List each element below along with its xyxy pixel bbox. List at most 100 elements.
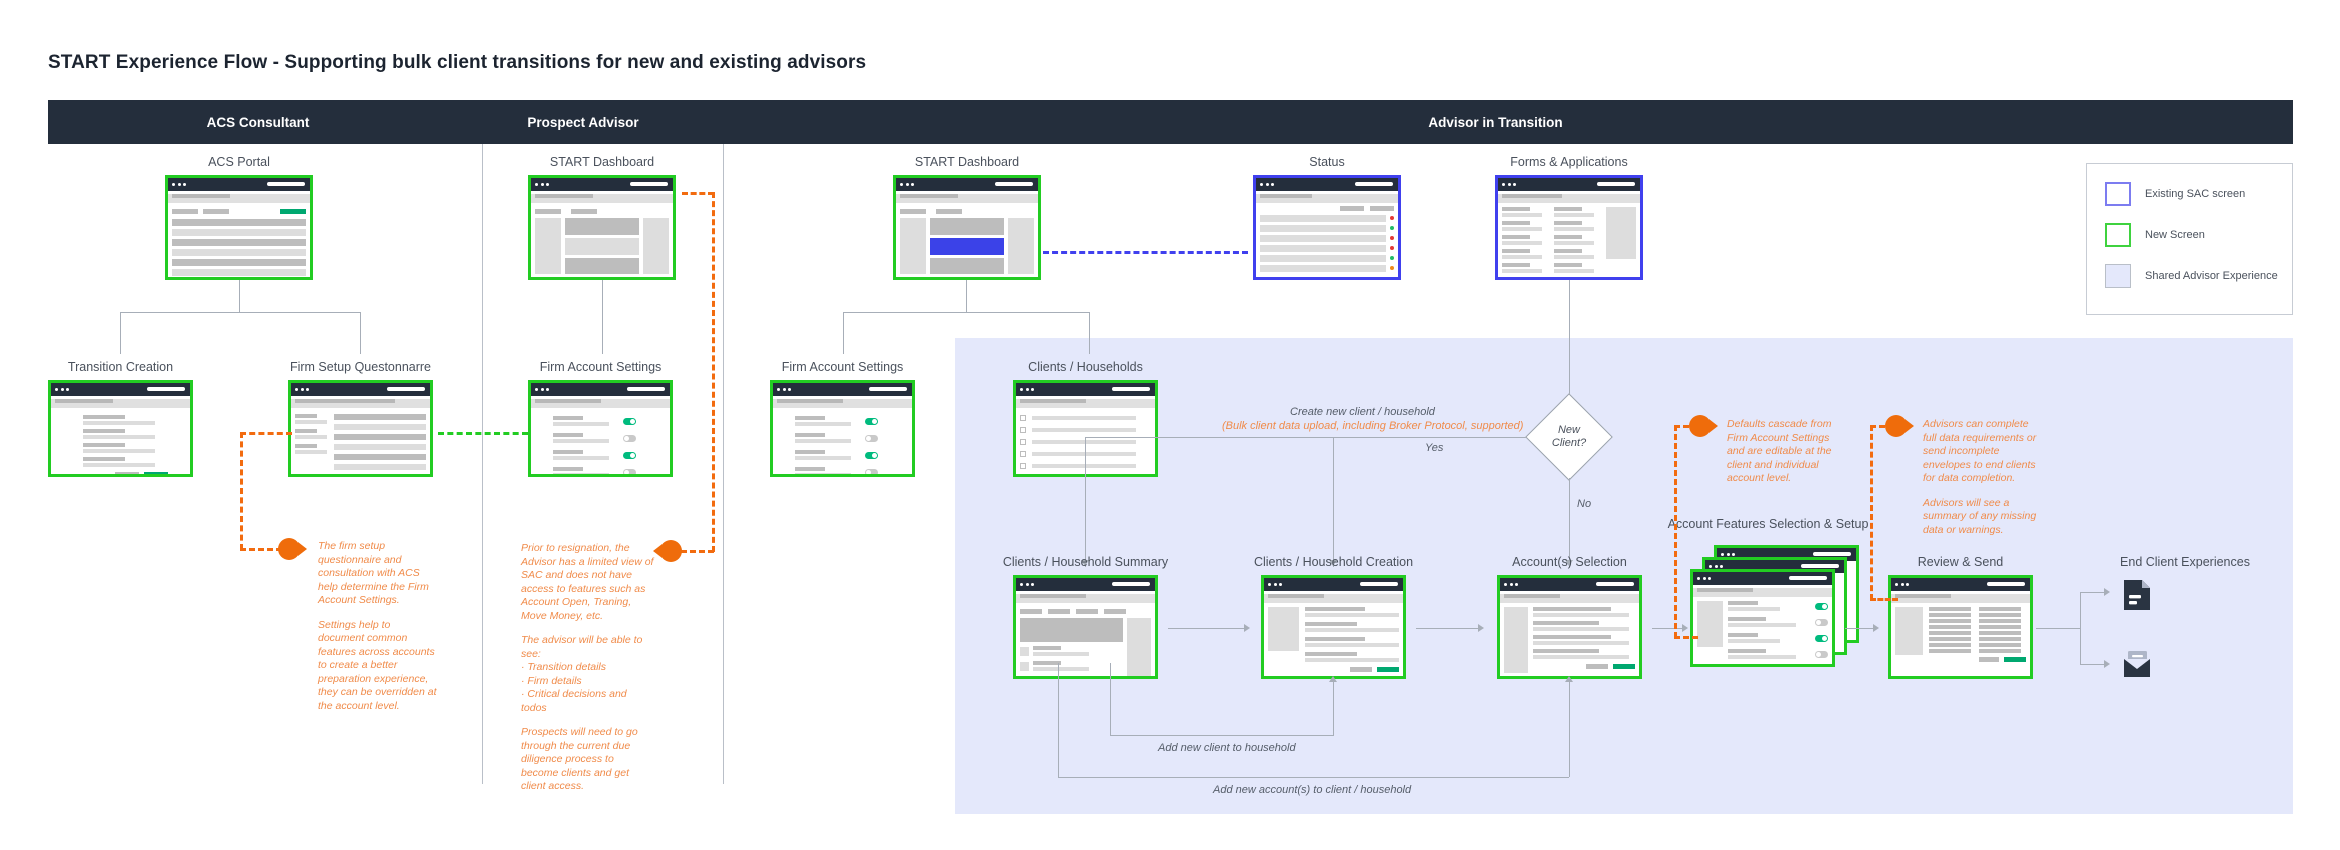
content-row <box>172 258 306 266</box>
node-label-firm-account-settings-advisor: Firm Account Settings <box>781 360 904 374</box>
connector <box>1058 777 1569 778</box>
chip <box>172 208 198 214</box>
legend-label-shared-advisor: Shared Advisor Experience <box>2145 270 2278 282</box>
node-label-account-features: Account Features Selection & Setup <box>1667 517 1869 531</box>
connector-dashed-orange <box>1870 598 1898 601</box>
content-row <box>172 268 306 276</box>
connector-dashed-orange <box>682 192 714 195</box>
node-label-review-send: Review & Send <box>1917 555 2004 569</box>
screen-account-features-front[interactable] <box>1690 569 1835 667</box>
arrowhead <box>1329 560 1337 566</box>
screen-firm-account-settings-prospect[interactable] <box>528 380 673 477</box>
arrowhead <box>1565 676 1573 682</box>
annotation-paragraph: Settings help to document common feature… <box>318 618 437 712</box>
status-dot-red <box>1390 246 1394 250</box>
content-row <box>172 238 306 246</box>
arrowhead <box>1081 560 1089 566</box>
flow-label-add-new-accounts: Add new account(s) to client / household <box>1213 784 1412 796</box>
node-label-firm-account-settings-prospect: Firm Account Settings <box>539 360 662 374</box>
status-dot-red <box>1390 236 1394 240</box>
connector <box>1569 478 1570 568</box>
connector <box>1333 680 1334 735</box>
screen-firm-account-settings-advisor[interactable] <box>770 380 915 477</box>
connector <box>602 280 603 354</box>
screen-clients-household-summary[interactable] <box>1013 575 1158 679</box>
screen-review-send[interactable] <box>1888 575 2033 679</box>
status-dot-red <box>1390 216 1394 220</box>
toggle-switch[interactable] <box>623 435 636 442</box>
connector <box>843 312 1089 313</box>
connector <box>120 312 121 354</box>
toggle-switch[interactable] <box>623 418 636 425</box>
connector-dashed-orange <box>240 432 243 550</box>
chip <box>203 208 229 214</box>
screen-transition-creation[interactable] <box>48 380 193 477</box>
toggle-switch[interactable] <box>1815 635 1828 642</box>
node-label-transition-creation: Transition Creation <box>67 360 174 374</box>
annotation-paragraph: Defaults cascade from Firm Account Setti… <box>1727 418 1832 484</box>
annotation-paragraph: · Firm details <box>521 674 582 687</box>
decision-line-1: New <box>1557 424 1580 436</box>
screen-accounts-selection[interactable] <box>1497 575 1642 679</box>
node-label-clients-household-summary: Clients / Household Summary <box>1002 555 1169 569</box>
flow-label-no: No <box>1577 498 1592 510</box>
window-dot-icon <box>172 183 175 186</box>
annotation-paragraph: Advisors can complete full data requirem… <box>1923 418 2037 484</box>
connector-dashed-orange <box>1674 425 1677 638</box>
lane-title-acs-consultant: ACS Consultant <box>206 114 310 130</box>
annotation-prospect-access: Prior to resignation, the Advisor has a … <box>521 542 654 794</box>
screen-start-dashboard-advisor[interactable] <box>893 175 1041 280</box>
connector <box>966 280 967 312</box>
node-label-start-dashboard-prospect: START Dashboard <box>549 155 655 169</box>
checkbox[interactable] <box>1020 414 1026 421</box>
annotation-paragraph: Advisors will see a summary of any missi… <box>1923 496 2037 536</box>
arrowhead <box>2104 588 2110 596</box>
node-label-status: Status <box>1309 155 1345 169</box>
toggle-switch[interactable] <box>1815 603 1828 610</box>
node-label-clients-households: Clients / Households <box>1028 360 1143 374</box>
node-label-end-client-experiences: End Client Experiences <box>2120 555 2250 569</box>
toggle-switch[interactable] <box>865 435 878 442</box>
status-dot-orange <box>1390 266 1394 270</box>
checkbox[interactable] <box>1020 462 1026 469</box>
toggle-switch[interactable] <box>865 469 878 474</box>
screen-status[interactable] <box>1253 175 1401 280</box>
connector <box>1085 437 1535 438</box>
screen-start-dashboard-prospect[interactable] <box>528 175 676 280</box>
legend-swatch-new-screen <box>2105 223 2131 247</box>
connector <box>1110 735 1334 736</box>
toggle-switch[interactable] <box>1815 619 1828 626</box>
screen-acs-portal[interactable] <box>165 175 313 280</box>
annotation-defaults-cascade: Defaults cascade from Firm Account Setti… <box>1727 418 1845 486</box>
connector <box>120 312 360 313</box>
annotation-paragraph: Prospects will need to go through the cu… <box>521 726 638 792</box>
toggle-switch[interactable] <box>623 469 636 474</box>
screen-body <box>168 203 310 278</box>
toggle-switch[interactable] <box>1815 651 1828 658</box>
legend: Existing SAC screen New Screen Shared Ad… <box>2086 163 2293 315</box>
screen-forms-applications[interactable] <box>1495 175 1643 280</box>
connector <box>239 280 240 312</box>
screen-firm-setup-questionnaire[interactable] <box>288 380 433 477</box>
flow-label-create-new-client: Create new client / household <box>1290 406 1435 418</box>
checkbox[interactable] <box>1020 426 1026 433</box>
checkbox[interactable] <box>1020 450 1026 457</box>
connector <box>2080 592 2106 593</box>
legend-row-shared-advisor: Shared Advisor Experience <box>2105 264 2292 288</box>
annotation-firm-setup: The firm setup questionnaire and consult… <box>318 540 438 713</box>
connector <box>2080 592 2081 664</box>
checkbox[interactable] <box>1020 438 1026 445</box>
legend-swatch-shared-advisor <box>2105 264 2131 288</box>
toggle-switch[interactable] <box>865 452 878 459</box>
arrowhead <box>1244 624 1250 632</box>
node-label-acs-portal: ACS Portal <box>208 155 270 169</box>
screen-clients-household-creation[interactable] <box>1261 575 1406 679</box>
screen-subbar <box>168 193 310 203</box>
connector <box>360 312 361 354</box>
envelope-icon <box>2124 651 2150 677</box>
toggle-switch[interactable] <box>623 452 636 459</box>
connector-dashed-orange <box>240 432 292 435</box>
toggle-switch[interactable] <box>865 418 878 425</box>
callout-pin-firm-setup <box>278 538 307 560</box>
